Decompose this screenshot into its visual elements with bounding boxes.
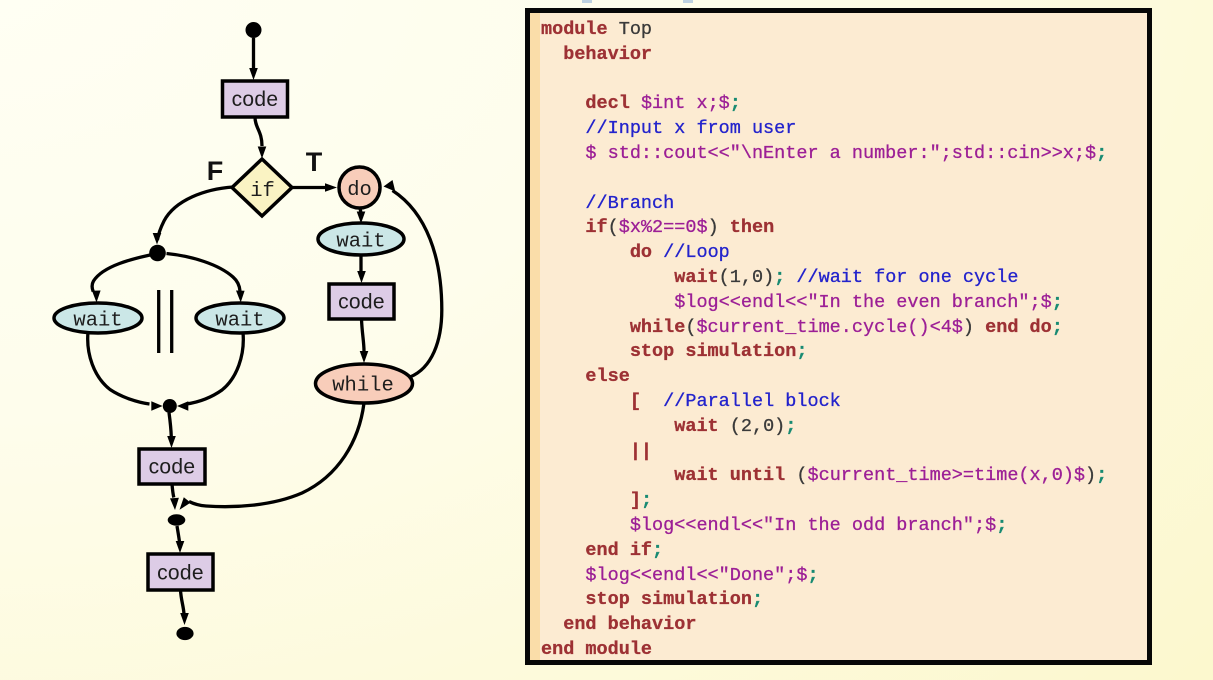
svg-text:code: code bbox=[338, 291, 385, 314]
svg-text:code: code bbox=[232, 88, 279, 111]
svg-text:wait: wait bbox=[215, 310, 264, 333]
svg-text:do: do bbox=[347, 179, 372, 202]
svg-text:code: code bbox=[149, 456, 196, 479]
svg-text:F: F bbox=[207, 156, 224, 186]
svg-text:wait: wait bbox=[73, 310, 122, 333]
svg-text:wait: wait bbox=[336, 231, 385, 254]
svg-text:while: while bbox=[332, 375, 394, 398]
svg-text:T: T bbox=[306, 147, 323, 177]
svg-text:code: code bbox=[157, 562, 204, 585]
svg-text:if: if bbox=[250, 180, 275, 203]
